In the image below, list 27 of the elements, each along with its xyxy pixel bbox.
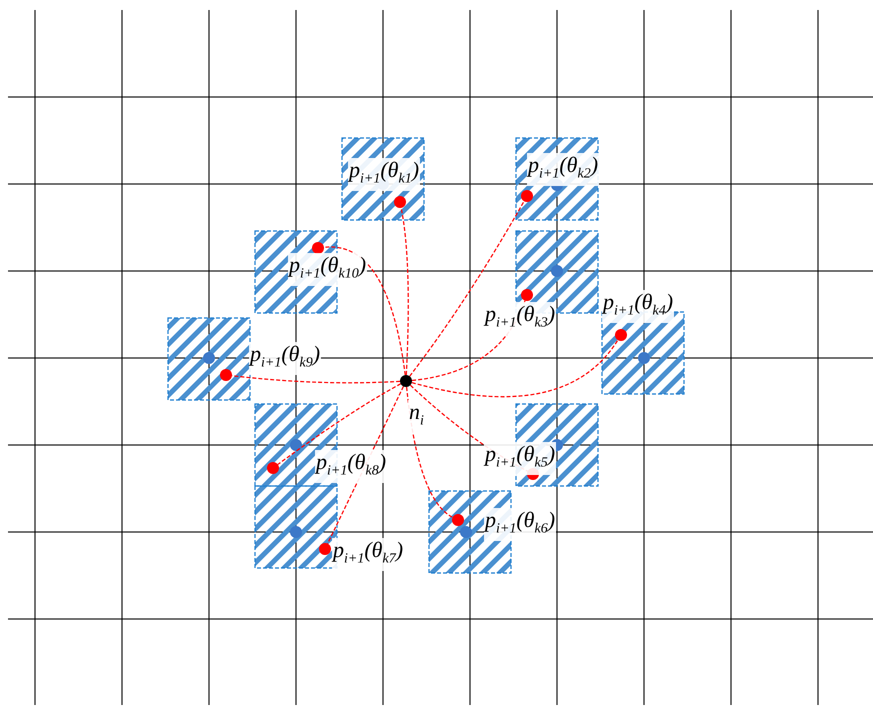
point-label: p$_{i+1}$(θ$_{k1}$) xyxy=(348,158,420,192)
point-marker xyxy=(394,196,406,208)
dashed-curve xyxy=(400,208,409,376)
dashed-curve xyxy=(277,383,401,465)
point-label: p$_{i+1}$(θ$_{k4}$) xyxy=(602,290,674,324)
point-marker xyxy=(267,462,279,474)
point-label: p$_{i+1}$(θ$_{k8}$) xyxy=(315,450,388,484)
point-marker xyxy=(521,289,533,301)
point-label: p$_{i+1}$(θ$_{k9}$) xyxy=(249,342,322,376)
point-marker xyxy=(452,514,464,526)
dashed-curve xyxy=(409,200,525,377)
point-label: p$_{i+1}$(θ$_{k3}$) xyxy=(484,302,556,336)
point-label: p$_{i+1}$(θ$_{k5}$) xyxy=(484,442,556,476)
dashed-curve xyxy=(412,340,618,398)
point-marker xyxy=(521,190,533,202)
point-marker xyxy=(615,329,627,341)
point-marker xyxy=(312,242,324,254)
point-marker xyxy=(319,543,331,555)
point-label: n$_{i}$ xyxy=(408,400,425,434)
point-marker xyxy=(220,369,232,381)
dashed-curve xyxy=(232,375,400,384)
point-label: p$_{i+1}$(θ$_{k7}$) xyxy=(332,538,404,572)
dashed-curve xyxy=(324,246,406,376)
point-label: p$_{i+1}$(θ$_{k10}$) xyxy=(288,253,368,286)
point-label: p$_{i+1}$(θ$_{k6}$) xyxy=(484,508,556,542)
node-dot xyxy=(400,375,412,387)
point-label: p$_{i+1}$(θ$_{k2}$) xyxy=(527,153,600,186)
